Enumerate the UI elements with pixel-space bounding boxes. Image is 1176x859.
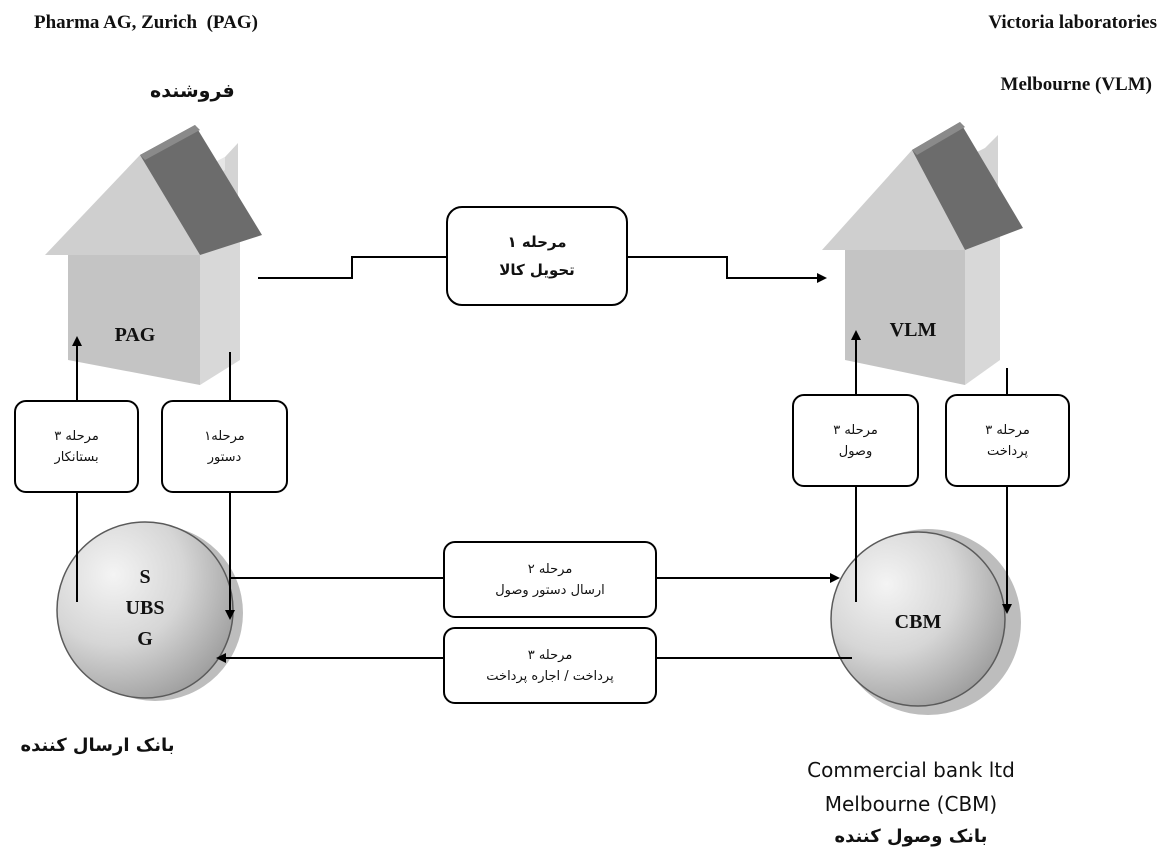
step-delivery-line1: مرحله ۱	[507, 233, 567, 251]
step-credit-box: مرحله ۳ بستانکار	[14, 400, 139, 493]
receiving-bank-caption-fa: بانک وصول کننده	[834, 826, 988, 847]
sending-bank-label-line: G	[137, 628, 153, 650]
buyer-name-line1: Victoria laboratories	[988, 12, 1157, 33]
buyer-house-label: VLM	[889, 319, 937, 341]
receiving-bank-sphere	[830, 529, 1021, 715]
step-receipt-box: مرحله ۳ وصول	[792, 394, 919, 487]
step-order-box: مرحله۱ دستور	[161, 400, 288, 493]
buyer-name-line2: Melbourne (VLM)	[1000, 74, 1152, 95]
step-collection-order-line1: مرحله ۲	[527, 561, 573, 577]
seller-house	[45, 125, 262, 385]
receiving-bank-caption-line1: Commercial bank ltd	[807, 758, 1015, 782]
delivery-arrow	[627, 256, 827, 283]
step-collection-order-line2: ارسال دستور وصول	[495, 582, 605, 598]
step-payment-auth-line2: پرداخت / اجاره پرداخت	[486, 668, 614, 684]
receiving-bank-label: CBM	[894, 611, 942, 633]
step-credit-line2: بستانکار	[54, 449, 99, 465]
step-receipt-line1: مرحله ۳	[833, 422, 878, 438]
step-collection-order-box: مرحله ۲ ارسال دستور وصول	[443, 541, 657, 618]
step-delivery-line2: تحویل کالا	[499, 261, 575, 279]
seller-name: Pharma AG, Zurich (PAG)	[34, 12, 258, 33]
step-order-line1: مرحله۱	[204, 428, 245, 444]
step-receipt-line2: وصول	[838, 443, 873, 459]
seller-house-label: PAG	[114, 324, 156, 346]
step-payment-line2: پرداخت	[987, 443, 1028, 459]
delivery-connector	[258, 256, 447, 279]
sending-bank-label-line: UBS	[125, 597, 165, 619]
sending-bank-label: S UBS G	[100, 562, 190, 655]
step-order-line2: دستور	[207, 449, 242, 465]
buyer-house	[822, 122, 1023, 385]
seller-role: فروشنده	[150, 80, 235, 102]
step-payment-line1: مرحله ۳	[985, 422, 1030, 438]
sending-bank-label-line: S	[139, 566, 151, 588]
step-credit-line1: مرحله ۳	[54, 428, 99, 444]
step-payment-auth-box: مرحله ۳ پرداخت / اجاره پرداخت	[443, 627, 657, 704]
step-payment-box: مرحله ۳ پرداخت	[945, 394, 1070, 487]
receiving-bank-caption-line2: Melbourne (CBM)	[824, 792, 998, 816]
sending-bank-sphere	[56, 521, 243, 701]
step-payment-auth-line1: مرحله ۳	[527, 647, 573, 663]
sending-bank-caption: بانک ارسال کننده	[20, 735, 175, 756]
step-delivery-box: مرحله ۱ تحویل کالا	[446, 206, 628, 306]
